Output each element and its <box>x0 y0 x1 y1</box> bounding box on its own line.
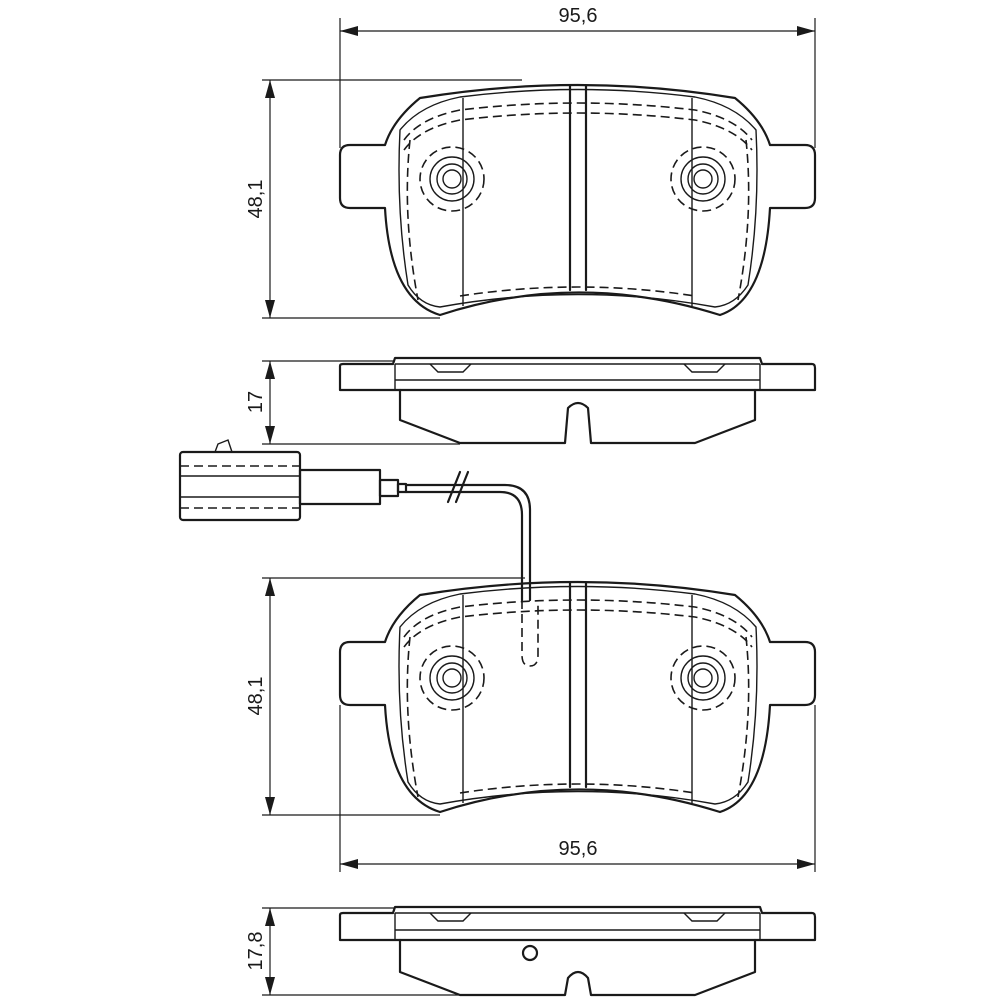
bottom-pad-left-pin <box>419 645 485 711</box>
top-pad-backing-plate <box>338 83 817 317</box>
bottom-thickness-label: 17,8 <box>245 932 267 971</box>
wear-sensor-probe <box>521 600 539 667</box>
top-pad-right-pin <box>670 146 736 212</box>
bottom-thickness-dimension: 17,8 <box>245 907 460 996</box>
bottom-pad-friction-outline <box>398 585 758 805</box>
top-height-label: 48,1 <box>245 180 267 219</box>
top-pad-front-view <box>338 83 817 317</box>
wear-sensor-cable <box>178 439 532 602</box>
side-thickness-label: 17 <box>245 391 267 413</box>
sensor-hole <box>521 944 539 962</box>
top-pad-friction-outline <box>398 88 758 308</box>
sensor-connector <box>178 450 302 522</box>
top-pad-side-view <box>338 356 817 445</box>
top-width-dimension: 95,6 <box>339 5 816 148</box>
bottom-height-label: 48,1 <box>245 677 267 716</box>
bottom-pad-backing-plate <box>338 580 817 814</box>
bottom-pad-right-pin <box>670 645 736 711</box>
bottom-pad-side-view <box>338 905 817 997</box>
bottom-height-dimension: 48,1 <box>245 577 525 816</box>
bottom-pad-front-view <box>338 580 817 814</box>
top-width-label: 95,6 <box>559 5 598 27</box>
bottom-width-dimension: 95,6 <box>339 705 816 872</box>
top-height-dimension: 48,1 <box>245 79 522 319</box>
bottom-width-label: 95,6 <box>559 838 598 860</box>
side-thickness-dimension: 17 <box>245 360 460 445</box>
top-pad-left-pin <box>419 146 485 212</box>
